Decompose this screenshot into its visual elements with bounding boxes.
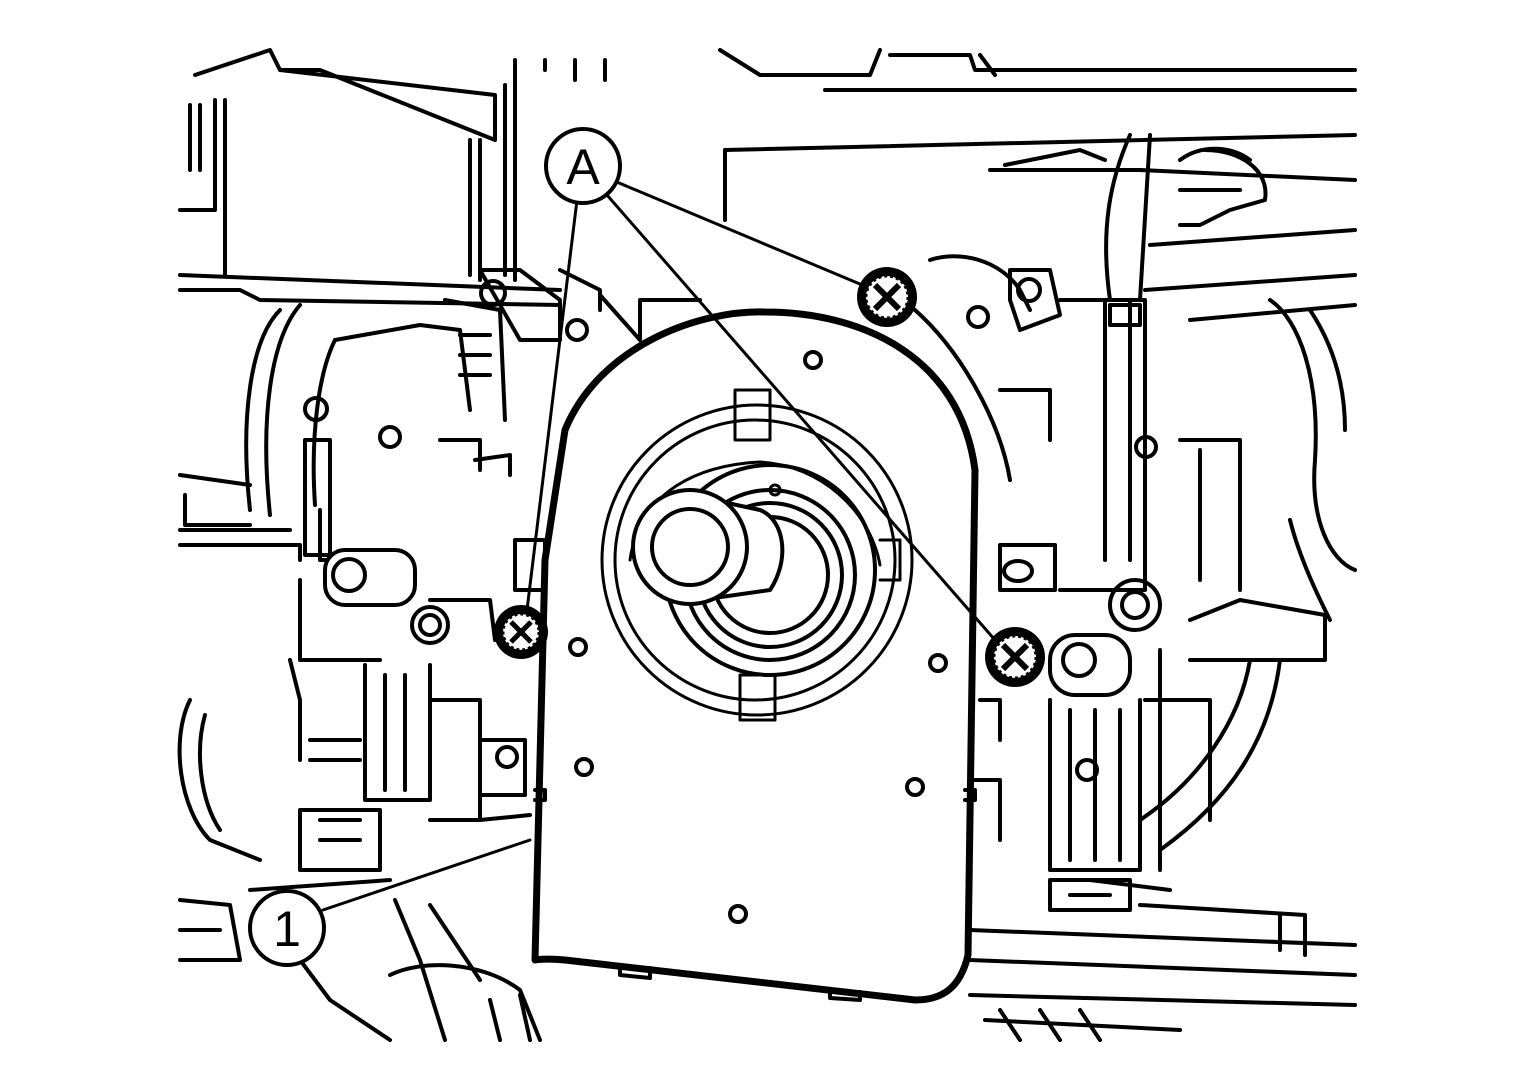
screw-a-right xyxy=(985,627,1045,687)
background-structure xyxy=(177,48,1357,1042)
callout-1: 1 xyxy=(248,889,326,967)
screw-a-top xyxy=(857,267,917,327)
callout-1-label: 1 xyxy=(273,901,301,957)
spiral-cable xyxy=(531,308,979,1004)
screw-a-left xyxy=(494,605,548,659)
leader-lines xyxy=(321,178,997,912)
callout-a: A xyxy=(544,127,622,205)
callout-a-label: A xyxy=(566,139,600,195)
right-combination-switch xyxy=(928,133,1357,912)
column-cover xyxy=(598,293,1052,482)
